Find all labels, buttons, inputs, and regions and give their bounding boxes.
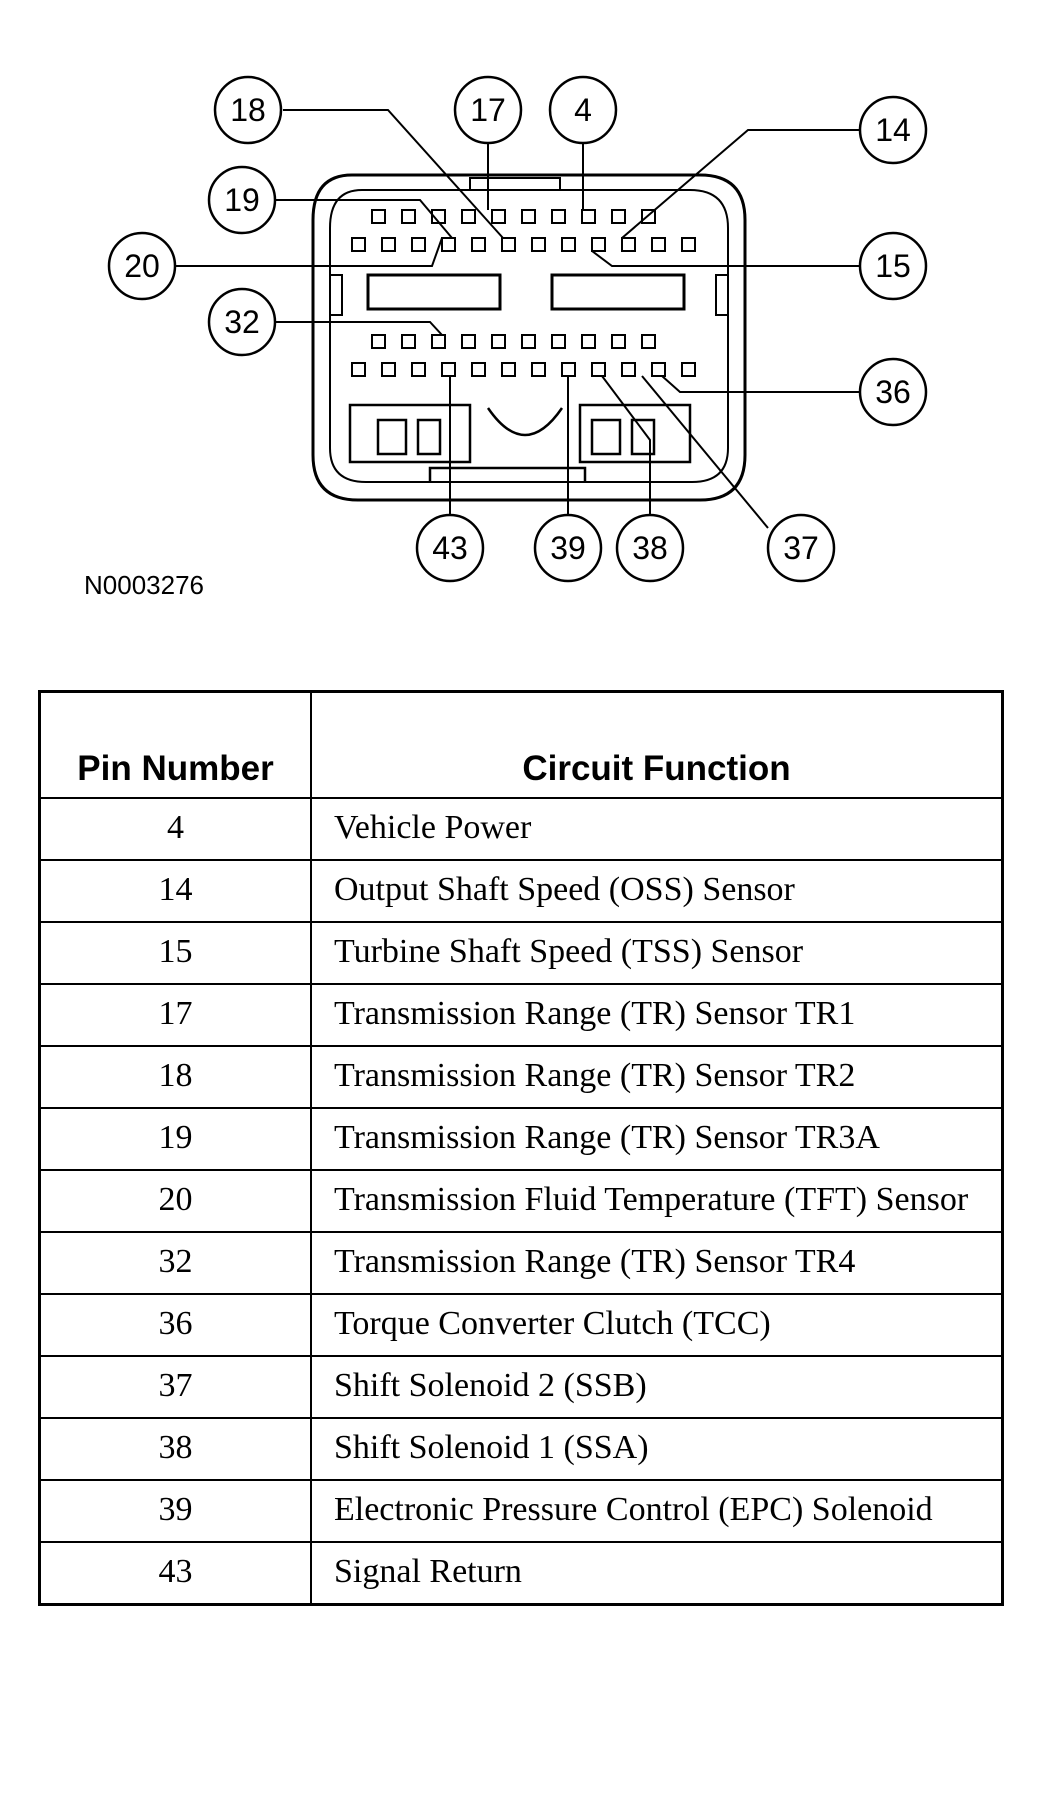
header-circuit-function: Circuit Function	[310, 690, 1004, 799]
callout-15-label: 15	[875, 248, 911, 284]
pin-row-third	[371, 334, 656, 349]
circuit-function-cell: Transmission Range (TR) Sensor TR1	[310, 983, 1004, 1047]
pin-number-cell: 17	[38, 983, 312, 1047]
table-row: 39 Electronic Pressure Control (EPC) Sol…	[38, 1479, 1004, 1543]
callout-19: 19	[207, 165, 277, 235]
lower-latches	[348, 403, 692, 482]
callout-38-label: 38	[632, 530, 668, 566]
circuit-function-cell: Shift Solenoid 1 (SSA)	[310, 1417, 1004, 1481]
callout-43-label: 43	[432, 530, 468, 566]
callout-19-label: 19	[224, 182, 260, 218]
circuit-function-cell: Shift Solenoid 2 (SSB)	[310, 1355, 1004, 1419]
callout-32: 32	[207, 287, 277, 357]
pin-row-top	[371, 209, 656, 224]
table-row: 32 Transmission Range (TR) Sensor TR4	[38, 1231, 1004, 1295]
circuit-function-cell: Output Shaft Speed (OSS) Sensor	[310, 859, 1004, 923]
header-pin-number: Pin Number	[38, 690, 312, 799]
table-row: 4 Vehicle Power	[38, 797, 1004, 861]
leader-lines	[175, 109, 860, 529]
callout-37: 37	[766, 513, 836, 583]
table-row: 14 Output Shaft Speed (OSS) Sensor	[38, 859, 1004, 923]
callout-37-label: 37	[783, 530, 819, 566]
callout-14-label: 14	[875, 112, 911, 148]
pin-number-cell: 19	[38, 1107, 312, 1171]
callout-18: 18	[213, 75, 283, 145]
table-row: 20 Transmission Fluid Temperature (TFT) …	[38, 1169, 1004, 1233]
callout-20-label: 20	[124, 248, 160, 284]
table-row: 43 Signal Return	[38, 1541, 1004, 1606]
circuit-function-cell: Vehicle Power	[310, 797, 1004, 861]
pin-number-cell: 15	[38, 921, 312, 985]
table-row: 19 Transmission Range (TR) Sensor TR3A	[38, 1107, 1004, 1171]
circuit-function-cell: Transmission Range (TR) Sensor TR2	[310, 1045, 1004, 1109]
pin-number-cell: 37	[38, 1355, 312, 1419]
callout-36: 36	[858, 357, 928, 427]
callout-39-label: 39	[550, 530, 586, 566]
table-row: 17 Transmission Range (TR) Sensor TR1	[38, 983, 1004, 1047]
table-row: 38 Shift Solenoid 1 (SSA)	[38, 1417, 1004, 1481]
callout-18-label: 18	[230, 92, 266, 128]
callout-36-label: 36	[875, 374, 911, 410]
circuit-function-cell: Transmission Range (TR) Sensor TR3A	[310, 1107, 1004, 1171]
table-row: 15 Turbine Shaft Speed (TSS) Sensor	[38, 921, 1004, 985]
circuit-function-cell: Transmission Fluid Temperature (TFT) Sen…	[310, 1169, 1004, 1233]
pin-number-cell: 43	[38, 1541, 312, 1606]
callout-4: 4	[548, 75, 618, 145]
callout-17-label: 17	[470, 92, 506, 128]
callout-14: 14	[858, 95, 928, 165]
table-row: 18 Transmission Range (TR) Sensor TR2	[38, 1045, 1004, 1109]
pin-row-second	[351, 237, 696, 252]
pin-number-cell: 4	[38, 797, 312, 861]
callout-32-label: 32	[224, 304, 260, 340]
callout-20: 20	[107, 231, 177, 301]
circuit-function-cell: Turbine Shaft Speed (TSS) Sensor	[310, 921, 1004, 985]
circuit-function-cell: Transmission Range (TR) Sensor TR4	[310, 1231, 1004, 1295]
pin-row-bottom	[351, 362, 696, 377]
pin-number-cell: 38	[38, 1417, 312, 1481]
figure-id: N0003276	[84, 570, 204, 600]
pin-function-table: Pin Number Circuit Function 4 Vehicle Po…	[38, 690, 1004, 1606]
callout-43: 43	[415, 513, 485, 583]
pin-number-cell: 39	[38, 1479, 312, 1543]
table-header-row: Pin Number Circuit Function	[38, 690, 1004, 799]
locking-slots	[366, 273, 686, 311]
table-row: 37 Shift Solenoid 2 (SSB)	[38, 1355, 1004, 1419]
callout-38: 38	[615, 513, 685, 583]
connector-housing	[311, 173, 747, 502]
pin-number-cell: 20	[38, 1169, 312, 1233]
table-row: 36 Torque Converter Clutch (TCC)	[38, 1293, 1004, 1357]
pin-number-cell: 32	[38, 1231, 312, 1295]
circuit-function-cell: Signal Return	[310, 1541, 1004, 1606]
circuit-function-cell: Electronic Pressure Control (EPC) Soleno…	[310, 1479, 1004, 1543]
connector-diagram: 18 17 4 14 19 20 15 32 36 43 39 38	[107, 75, 928, 583]
circuit-function-cell: Torque Converter Clutch (TCC)	[310, 1293, 1004, 1357]
callout-17: 17	[453, 75, 523, 145]
callout-15: 15	[858, 231, 928, 301]
pin-number-cell: 14	[38, 859, 312, 923]
pin-number-cell: 18	[38, 1045, 312, 1109]
callout-4-label: 4	[574, 92, 592, 128]
callout-39: 39	[533, 513, 603, 583]
pin-number-cell: 36	[38, 1293, 312, 1357]
